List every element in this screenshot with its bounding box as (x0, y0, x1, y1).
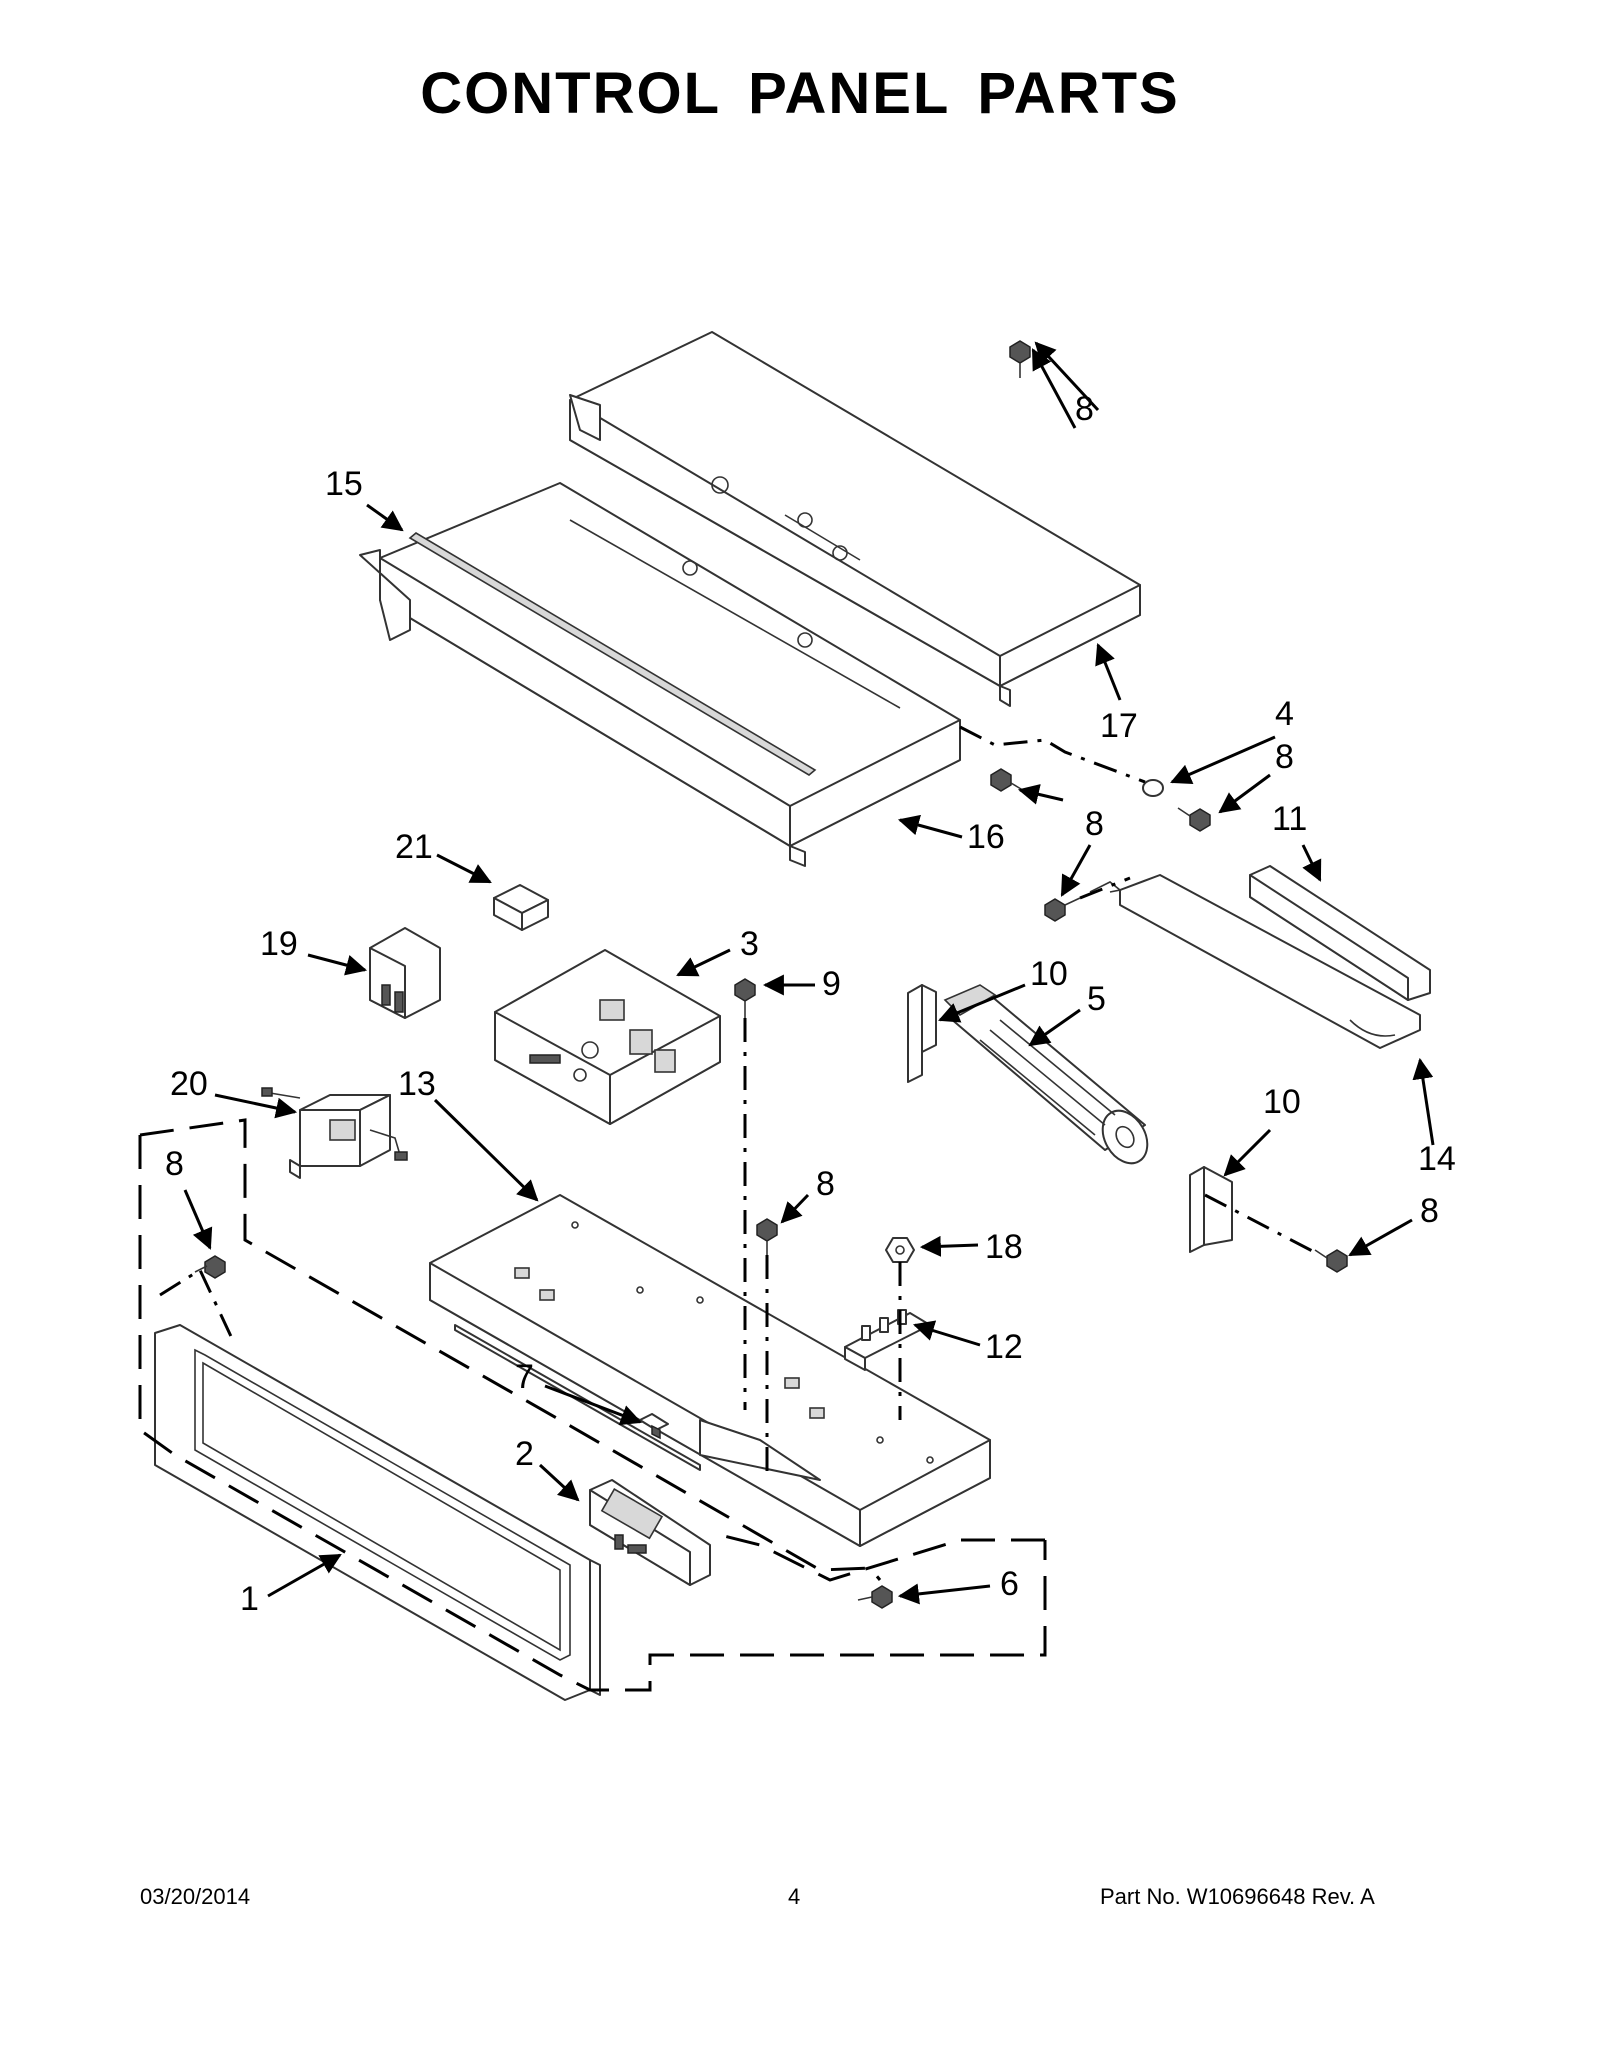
part-5-cooling-fan (943, 984, 1149, 1165)
callout-2: 2 (515, 1435, 534, 1473)
callout-15: 15 (325, 465, 363, 503)
callout-17: 17 (1100, 707, 1138, 745)
callout-1: 1 (240, 1580, 259, 1618)
part-2-ui-board (589, 1479, 711, 1586)
part-11-insulation-strip (1249, 865, 1431, 1001)
part-21-bracket (493, 884, 549, 931)
callout-12: 12 (985, 1328, 1023, 1366)
part-8-screw-top (1009, 340, 1031, 378)
page-title: CONTROL PANEL PARTS (420, 61, 1180, 126)
part-15-gasket-strip (408, 532, 817, 776)
assembly-dashed-lines (138, 725, 1321, 1692)
part-7-clip (639, 1413, 669, 1440)
callout-8-right: 8 (1275, 738, 1294, 776)
callout-16: 16 (967, 818, 1005, 856)
part-16-control-cover (359, 482, 961, 867)
footer-page-number: 4 (788, 1884, 801, 1909)
callout-6: 6 (1000, 1565, 1019, 1603)
part-10-fan-bracket-right (1189, 1166, 1233, 1253)
part-19-terminal-block (369, 927, 441, 1019)
callout-labels: 8 15 17 4 8 11 16 8 21 19 3 9 10 5 20 13… (165, 390, 1456, 1618)
part-6-screw (857, 1585, 893, 1609)
callout-21: 21 (395, 828, 433, 866)
part-1-front-panel (154, 1324, 601, 1701)
footer-part-number: Part No. W10696648 Rev. A (1100, 1884, 1375, 1909)
part-8-screw-fan (1314, 1249, 1348, 1273)
part-14-mounting-bracket (1089, 874, 1421, 1049)
part-8-screw-mid (990, 768, 1027, 793)
part-20-transformer (261, 1087, 408, 1179)
part-8-screw-right (1177, 807, 1211, 832)
part-10-fan-bracket-left (907, 984, 937, 1083)
part-4-washer (1142, 779, 1164, 797)
part-12-terminal-strip (844, 1309, 931, 1371)
part-8-screw-left (194, 1255, 226, 1279)
callout-7: 7 (515, 1358, 534, 1396)
footer-date: 03/20/2014 (140, 1884, 251, 1909)
callout-11: 11 (1272, 800, 1307, 838)
callout-10-right: 10 (1263, 1083, 1301, 1121)
callout-8-center: 8 (816, 1165, 835, 1203)
part-3-control-board (494, 949, 721, 1125)
callout-20: 20 (170, 1065, 208, 1103)
callout-14: 14 (1418, 1140, 1456, 1178)
callout-18: 18 (985, 1228, 1023, 1266)
part-8-screw-bracket (1044, 897, 1081, 922)
callout-8-fan: 8 (1420, 1192, 1439, 1230)
callout-3: 3 (740, 925, 759, 963)
part-9-screw (734, 978, 756, 1018)
callout-8-mid: 8 (1085, 805, 1104, 843)
callout-10-left: 10 (1030, 955, 1068, 993)
callout-9: 9 (822, 965, 841, 1003)
part-17-rear-top-panel (569, 331, 1141, 707)
callout-leaders (183, 341, 1435, 1605)
callout-13: 13 (398, 1065, 436, 1103)
callout-5: 5 (1087, 980, 1106, 1018)
part-8-screw-center (756, 1218, 778, 1255)
callout-19: 19 (260, 925, 298, 963)
callout-8-left: 8 (165, 1145, 184, 1183)
callout-4: 4 (1275, 695, 1294, 733)
part-18-nut (885, 1237, 915, 1263)
callout-8-top: 8 (1075, 390, 1094, 428)
